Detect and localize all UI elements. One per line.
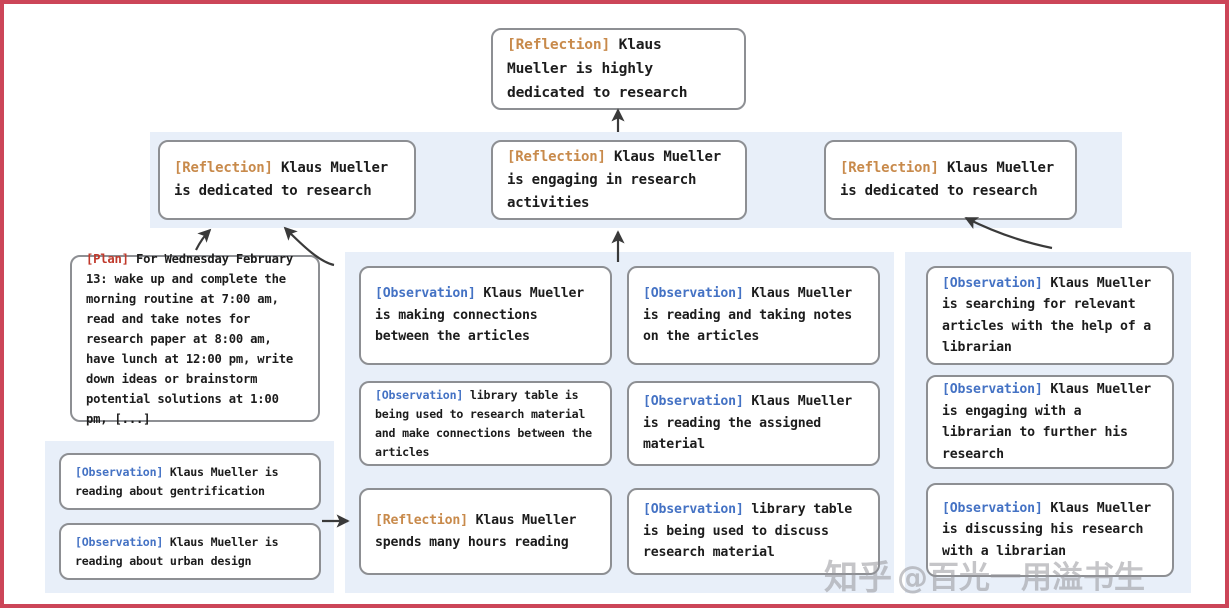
reflection-node-right[interactable]: [Reflection] Klaus Mueller is dedicated … bbox=[824, 140, 1077, 220]
reflection-node-middle[interactable]: [Reflection] Klaus Mueller is engaging i… bbox=[491, 140, 747, 220]
tag-reflection: [Reflection] bbox=[507, 36, 611, 53]
tag-reflection: [Reflection] bbox=[840, 160, 939, 176]
column-c-node-2[interactable]: [Observation] Klaus Mueller is engaging … bbox=[926, 375, 1174, 469]
column-c-node-1[interactable]: [Observation] Klaus Mueller is searching… bbox=[926, 266, 1174, 365]
left-observation-1-body: Klaus Mueller is reading about gentrific… bbox=[75, 464, 279, 498]
column-c-2-body: Klaus Mueller is engaging with a librari… bbox=[942, 382, 1151, 462]
column-a-1-body: Klaus Mueller is making connections betw… bbox=[375, 286, 584, 345]
reflection-middle-text: [Reflection] Klaus Mueller is engaging i… bbox=[493, 146, 745, 215]
column-c-3-text: [Observation] Klaus Mueller is discussin… bbox=[928, 498, 1172, 563]
column-b-1-text: [Observation] Klaus Mueller is reading a… bbox=[629, 283, 878, 348]
column-c-1-text: [Observation] Klaus Mueller is searching… bbox=[928, 273, 1172, 359]
tag-observation: [Observation] bbox=[942, 382, 1043, 397]
reflection-left-text: [Reflection] Klaus Mueller is dedicated … bbox=[160, 157, 414, 203]
tag-observation: [Observation] bbox=[942, 500, 1043, 516]
tag-observation: [Observation] bbox=[643, 502, 744, 518]
root-body: Klaus Mueller is highly dedicated to res… bbox=[507, 36, 688, 101]
column-a-2-text: [Observation] library table is being use… bbox=[361, 386, 610, 462]
column-b-node-1[interactable]: [Observation] Klaus Mueller is reading a… bbox=[627, 266, 880, 365]
tag-observation: [Observation] bbox=[75, 534, 164, 549]
plan-body: For Wednesday February 13: wake up and c… bbox=[86, 251, 293, 426]
column-a-node-1[interactable]: [Observation] Klaus Mueller is making co… bbox=[359, 266, 612, 365]
plan-node[interactable]: [Plan] For Wednesday February 13: wake u… bbox=[70, 252, 320, 426]
left-observation-2-body: Klaus Mueller is reading about urban des… bbox=[75, 534, 279, 568]
column-a-1-text: [Observation] Klaus Mueller is making co… bbox=[361, 283, 610, 348]
column-b-node-3[interactable]: [Observation] library table is being use… bbox=[627, 488, 880, 575]
column-a-node-2[interactable]: [Observation] library table is being use… bbox=[359, 381, 612, 466]
arrow-plan-to-left-reflection bbox=[195, 228, 212, 251]
column-a-node-3[interactable]: [Reflection] Klaus Mueller spends many h… bbox=[359, 488, 612, 575]
reflection-middle-body: Klaus Mueller is engaging in research ac… bbox=[507, 148, 721, 211]
left-observation-2-text: [Observation] Klaus Mueller is reading a… bbox=[61, 533, 319, 571]
tag-observation: [Observation] bbox=[375, 387, 464, 402]
column-c-1-body: Klaus Mueller is searching for relevant … bbox=[942, 275, 1151, 356]
left-observation-1-text: [Observation] Klaus Mueller is reading a… bbox=[61, 463, 319, 501]
reflection-right-text: [Reflection] Klaus Mueller is dedicated … bbox=[826, 157, 1075, 203]
tag-observation: [Observation] bbox=[942, 275, 1043, 291]
tag-reflection: [Reflection] bbox=[507, 148, 606, 165]
tag-reflection: [Reflection] bbox=[375, 513, 468, 528]
left-observation-node-2[interactable]: [Observation] Klaus Mueller is reading a… bbox=[59, 523, 321, 580]
root-reflection-node[interactable]: [Reflection] Klaus Mueller is highly ded… bbox=[491, 28, 746, 110]
reflection-left-body: Klaus Mueller is dedicated to research bbox=[174, 160, 388, 199]
reflection-node-left[interactable]: [Reflection] Klaus Mueller is dedicated … bbox=[158, 140, 416, 220]
tag-observation: [Observation] bbox=[643, 286, 744, 302]
column-b-2-body: Klaus Mueller is reading the assigned ma… bbox=[643, 394, 852, 453]
column-b-node-2[interactable]: [Observation] Klaus Mueller is reading t… bbox=[627, 381, 880, 466]
tag-observation: [Observation] bbox=[75, 464, 164, 479]
plan-text: [Plan] For Wednesday February 13: wake u… bbox=[72, 249, 318, 429]
tag-reflection: [Reflection] bbox=[174, 160, 273, 176]
column-c-2-text: [Observation] Klaus Mueller is engaging … bbox=[928, 379, 1172, 465]
column-b-1-body: Klaus Mueller is reading and taking note… bbox=[643, 286, 852, 345]
tag-observation: [Observation] bbox=[375, 286, 476, 302]
left-observation-node-1[interactable]: [Observation] Klaus Mueller is reading a… bbox=[59, 453, 321, 510]
column-c-3-body: Klaus Mueller is discussing his research… bbox=[942, 500, 1151, 559]
root-reflection-text: [Reflection] Klaus Mueller is highly ded… bbox=[493, 33, 744, 105]
reflection-right-body: Klaus Mueller is dedicated to research bbox=[840, 160, 1054, 199]
column-a-3-text: [Reflection] Klaus Mueller spends many h… bbox=[361, 510, 610, 553]
column-a-3-body: Klaus Mueller spends many hours reading bbox=[375, 513, 577, 550]
column-b-2-text: [Observation] Klaus Mueller is reading t… bbox=[629, 391, 878, 456]
column-a-2-body: library table is being used to research … bbox=[375, 387, 592, 459]
tag-observation: [Observation] bbox=[643, 394, 744, 410]
column-c-node-3[interactable]: [Observation] Klaus Mueller is discussin… bbox=[926, 483, 1174, 577]
column-b-3-text: [Observation] library table is being use… bbox=[629, 499, 878, 564]
tag-plan: [Plan] bbox=[86, 251, 129, 266]
column-b-3-body: library table is being used to discuss r… bbox=[643, 502, 852, 561]
